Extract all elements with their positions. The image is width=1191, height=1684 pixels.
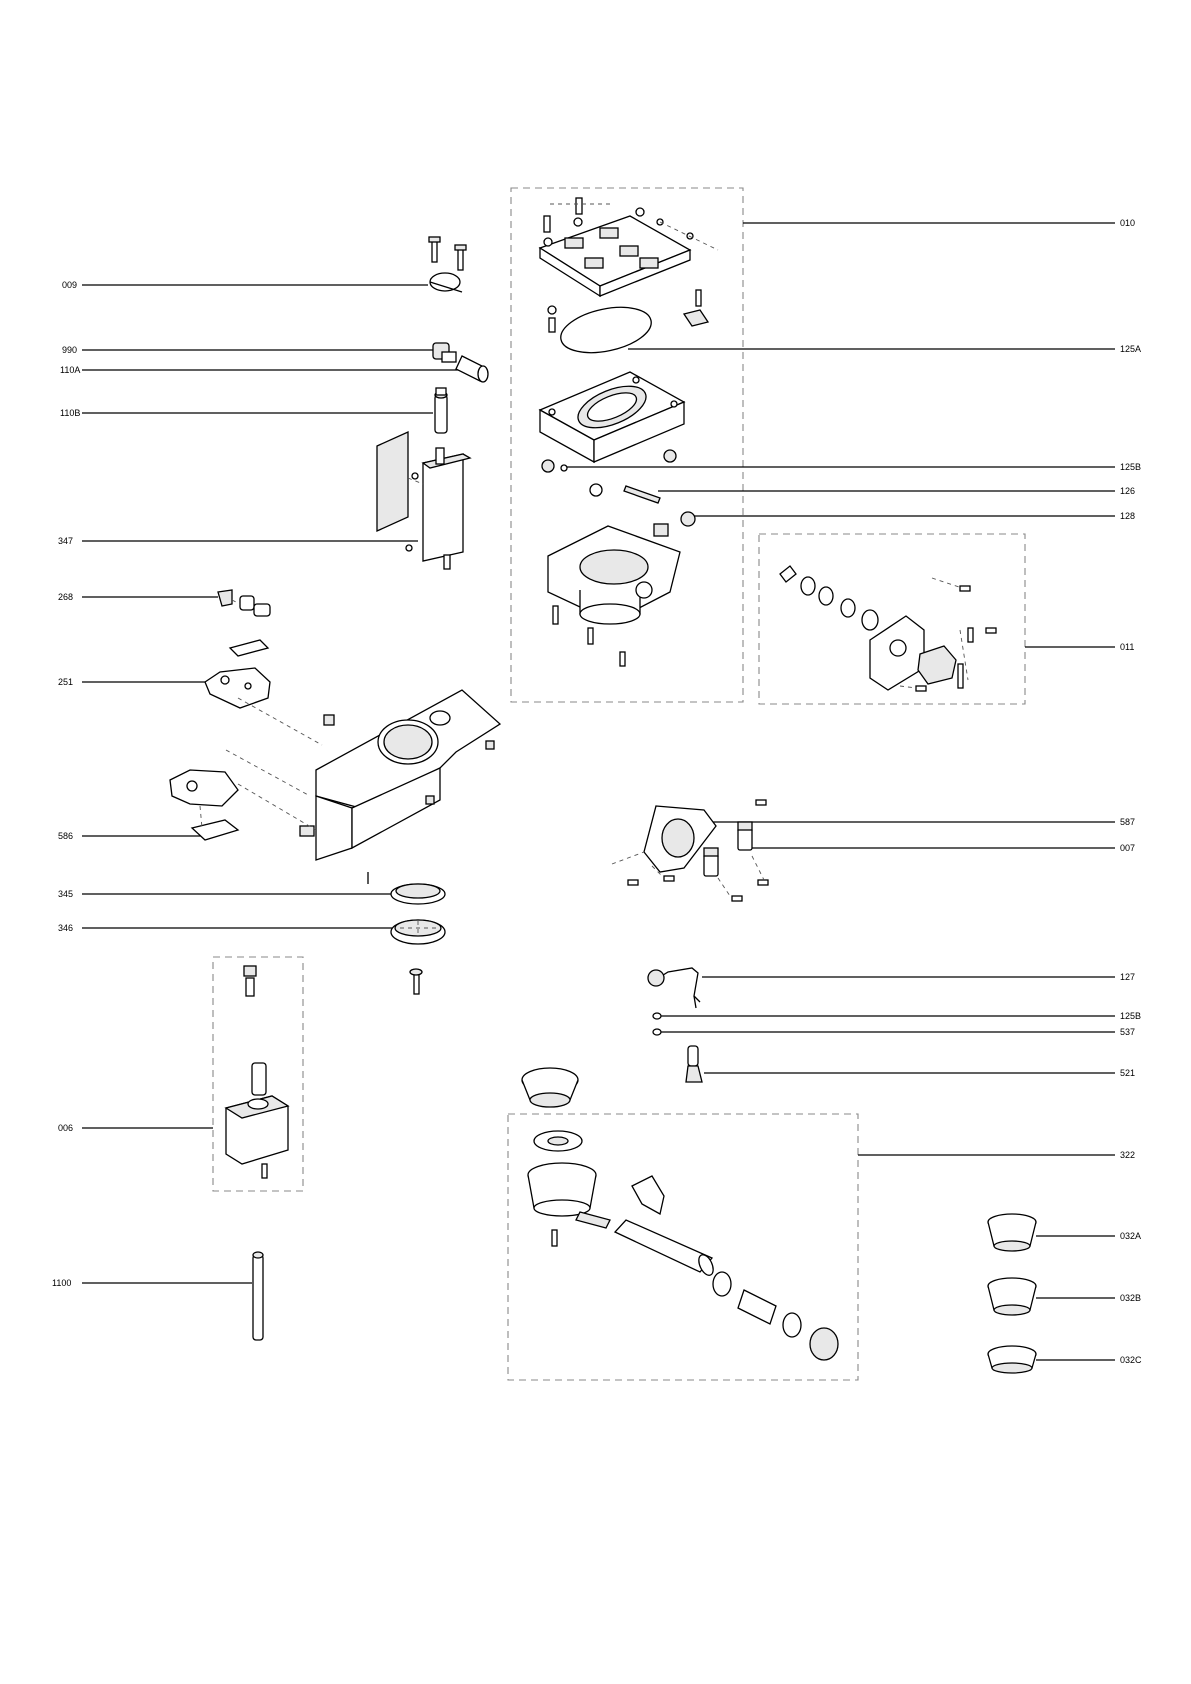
label-006: 006 [58, 1123, 73, 1133]
label-521: 521 [1120, 1068, 1135, 1078]
part-032A-basket [987, 1213, 1037, 1252]
part-011-solenoid-assembly [779, 565, 997, 692]
label-127: 127 [1120, 972, 1135, 982]
part-521-nozzle [685, 1045, 703, 1083]
label-007: 007 [1120, 843, 1135, 853]
label-268: 268 [58, 592, 73, 602]
label-537: 537 [1120, 1027, 1135, 1037]
part-010-small-bracket [682, 289, 710, 327]
label-251: 251 [58, 677, 73, 687]
label-128: 128 [1120, 511, 1135, 521]
label-126: 126 [1120, 486, 1135, 496]
part-127-steam-pipe [647, 967, 701, 1009]
part-345-ring [390, 883, 446, 905]
group-box-011 [758, 533, 1026, 705]
part-frame-plate [225, 689, 502, 884]
label-1100: 1100 [52, 1278, 71, 1288]
label-990: 990 [62, 345, 77, 355]
part-032B-basket [987, 1277, 1037, 1316]
group-box-322 [507, 1113, 859, 1381]
part-010-top-plate [538, 197, 719, 298]
labels-left: 009 990 110A 110B 347 268 251 586 345 34… [52, 280, 80, 1288]
label-032A: 032A [1120, 1231, 1141, 1241]
part-587-flange [611, 799, 767, 886]
label-011: 011 [1120, 642, 1134, 652]
label-110A: 110A [60, 365, 80, 375]
part-586-bracket [169, 769, 240, 841]
part-990-elbow [432, 342, 457, 363]
part-1100-tube [252, 1251, 264, 1341]
part-125B-gasket-top [541, 449, 677, 473]
part-125A-gasket [547, 305, 652, 354]
label-125B-bottom: 125B [1120, 1011, 1141, 1021]
label-345: 345 [58, 889, 73, 899]
label-009: 009 [62, 280, 77, 290]
part-347-block [376, 430, 472, 570]
label-010: 010 [1120, 218, 1135, 228]
label-346: 346 [58, 923, 73, 933]
label-125A: 125A [1120, 344, 1141, 354]
part-268-fitting [217, 589, 271, 617]
part-010-housing [538, 371, 686, 464]
part-110B-pin [434, 387, 448, 434]
label-032B: 032B [1120, 1293, 1141, 1303]
label-586: 586 [58, 831, 73, 841]
label-322: 322 [1120, 1150, 1135, 1160]
part-032C-basket [987, 1345, 1037, 1374]
part-010-group-head [547, 523, 681, 667]
part-537-ring [652, 1028, 662, 1036]
part-251-bracket [204, 639, 271, 709]
label-032C: 032C [1120, 1355, 1142, 1365]
part-126-pin [589, 483, 661, 504]
part-128-nut [680, 511, 696, 527]
label-587: 587 [1120, 817, 1135, 827]
part-110A-tube [455, 355, 489, 383]
part-006-pump [224, 965, 290, 1179]
part-322-portafilter [521, 1067, 839, 1361]
part-007-switch [703, 821, 769, 902]
part-125B-ring-bottom [652, 1012, 662, 1020]
leader-lines-left [82, 284, 462, 1284]
part-346-screen [390, 919, 446, 995]
label-347: 347 [58, 536, 73, 546]
leader-lines-right [566, 222, 1115, 1361]
label-110B: 110B [60, 408, 80, 418]
labels-right: 010 125A 125B 126 128 011 587 007 127 12… [1120, 218, 1142, 1365]
group-box-006 [212, 956, 304, 1192]
part-009-clamp [428, 236, 467, 293]
label-125B-top: 125B [1120, 462, 1141, 472]
